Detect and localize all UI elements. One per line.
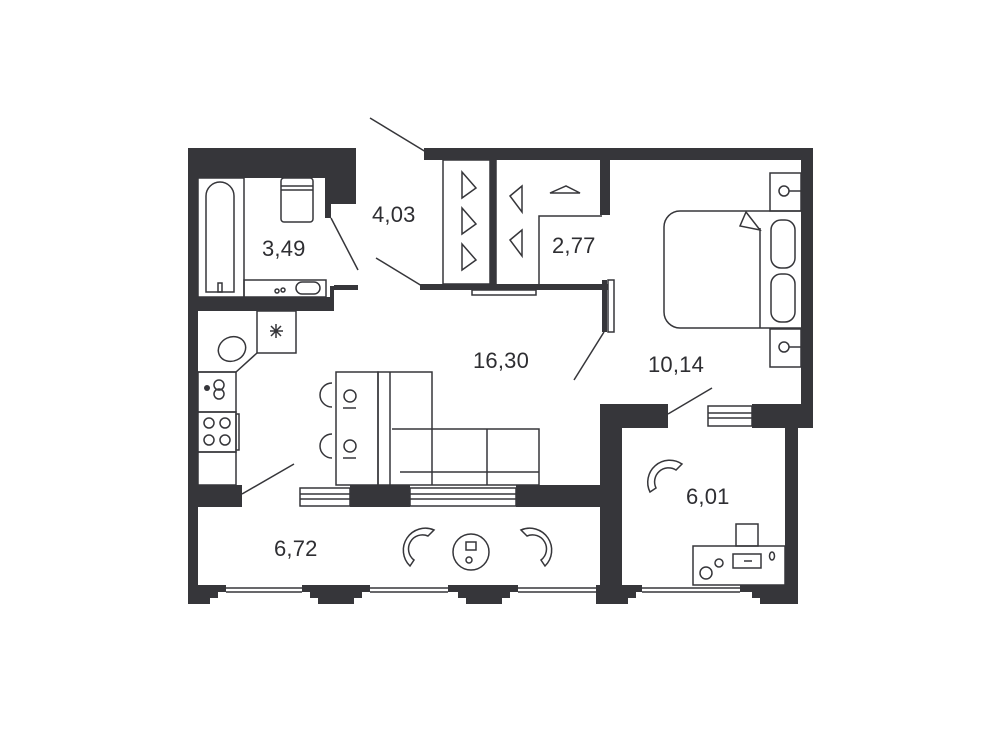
room-area-balcony: 6,72 xyxy=(274,536,318,561)
hanger-icon xyxy=(461,170,478,272)
room-area-kitchen-living: 16,30 xyxy=(473,348,530,373)
dining-table-icon xyxy=(335,371,379,486)
armchair-icon xyxy=(402,527,436,568)
kitchen-fixtures xyxy=(197,310,540,486)
armchair-icon xyxy=(519,527,553,568)
sink-icon xyxy=(217,335,247,363)
coffee-table-icon xyxy=(452,533,490,571)
bedroom-fixtures xyxy=(663,172,802,368)
sofa-icon xyxy=(377,371,540,486)
hanger-icon xyxy=(508,184,523,215)
armchair-icon xyxy=(647,459,684,494)
bathroom-fixtures xyxy=(197,177,327,298)
study-fixtures xyxy=(647,459,786,586)
toilet-icon xyxy=(280,177,314,223)
room-area-study: 6,01 xyxy=(686,484,730,509)
balcony-fixtures xyxy=(402,527,553,571)
room-area-hallway: 4,03 xyxy=(372,202,416,227)
hanger-icon xyxy=(508,228,523,259)
oven-icon xyxy=(204,379,225,400)
wardrobe-fixtures xyxy=(442,159,602,285)
cooktop-icon xyxy=(203,417,231,446)
windows xyxy=(226,405,753,593)
double-bed-icon xyxy=(663,210,801,329)
bathtub-icon xyxy=(205,181,235,293)
fridge-icon xyxy=(256,310,297,354)
washbasin-icon xyxy=(295,281,321,295)
nightstand-icon xyxy=(778,341,790,353)
nightstand-icon xyxy=(778,185,790,197)
walls xyxy=(188,148,813,604)
doors xyxy=(241,117,713,495)
room-area-bathroom: 3,49 xyxy=(262,236,306,261)
room-area-bedroom: 10,14 xyxy=(648,352,705,377)
hanger-icon xyxy=(549,185,581,194)
room-area-walk-in-closet: 2,77 xyxy=(552,233,596,258)
